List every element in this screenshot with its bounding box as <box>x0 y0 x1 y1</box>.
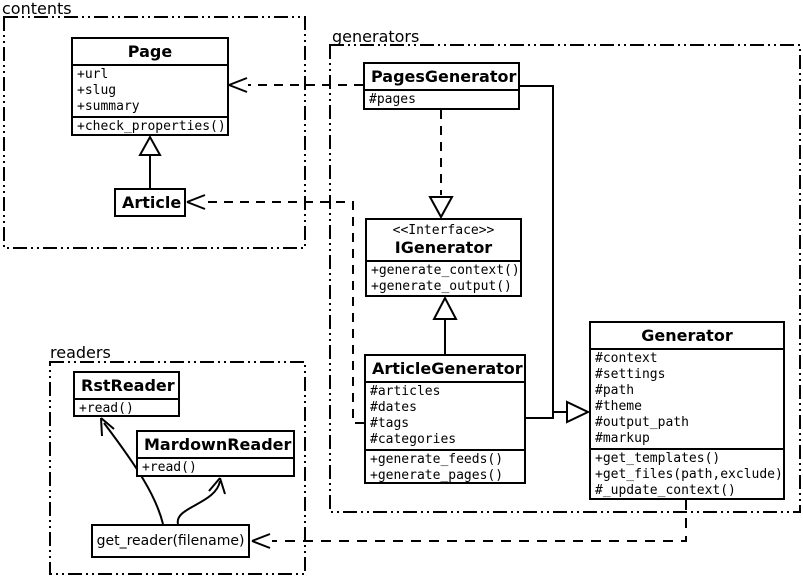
function-get-reader: get_reader(filename) <box>91 524 250 558</box>
arrow-line-getreader-mardownreader <box>176 480 221 525</box>
method: +generate_context() <box>371 263 520 278</box>
method: +generate_feeds() <box>370 452 504 467</box>
attribute: #path <box>595 383 635 398</box>
package-label-contents: contents <box>2 0 72 18</box>
class-page-title: Page <box>73 39 227 66</box>
class-generator-attributes: #context #settings #path #theme #output_… <box>591 350 783 448</box>
attribute: #categories <box>370 432 457 447</box>
package-label-readers: readers <box>50 343 111 362</box>
class-page: Page +url +slug +summary +check_properti… <box>71 37 229 136</box>
class-igenerator-name: IGenerator <box>394 238 493 257</box>
class-rstreader-title: RstReader <box>75 373 178 400</box>
class-page-attributes: +url +slug +summary <box>73 66 227 116</box>
package-border-generators <box>329 44 801 513</box>
class-generator: Generator #context #settings #path #them… <box>589 321 785 500</box>
arrow-line-getreader-rstreader <box>103 422 164 525</box>
attribute: #dates <box>370 400 417 415</box>
attribute: #markup <box>595 431 650 446</box>
class-article: Article <box>114 188 186 217</box>
method: +generate_pages() <box>370 468 504 483</box>
attribute: +summary <box>77 99 140 114</box>
method: +generate_output() <box>371 279 512 294</box>
class-article-title: Article <box>122 193 182 212</box>
method: +read() <box>79 401 134 416</box>
dependency-line-articlegenerator-article <box>207 201 364 424</box>
hollow-triangle-up-icon <box>432 295 458 320</box>
hollow-triangle-right-icon <box>566 400 591 424</box>
inheritance-line-pagesgenerator-generator <box>520 85 566 413</box>
class-generator-methods: +get_templates() +get_files(path,exclude… <box>591 448 783 498</box>
method: +get_files(path,exclude) <box>595 467 783 482</box>
attribute: #pages <box>369 92 416 107</box>
open-arrowhead-icon <box>251 533 271 549</box>
class-articlegenerator-title: ArticleGenerator <box>366 356 524 383</box>
attribute: #settings <box>595 367 666 382</box>
class-generator-title: Generator <box>591 323 783 350</box>
class-igenerator-stereotype: <<Interface>> <box>392 223 495 238</box>
method: #_update_context() <box>595 483 736 498</box>
class-pagesgenerator-attributes: #pages <box>365 91 518 108</box>
hollow-triangle-down-icon <box>428 196 454 220</box>
class-pagesgenerator-title: PagesGenerator <box>365 64 518 91</box>
attribute: #context <box>595 351 658 366</box>
class-igenerator-title: <<Interface>> IGenerator <box>367 220 520 262</box>
class-mardownreader-methods: +read() <box>138 459 293 475</box>
method: +read() <box>142 460 197 475</box>
attribute: #output_path <box>595 415 689 430</box>
class-rstreader: RstReader +read() <box>73 371 180 417</box>
open-arrowhead-icon <box>100 417 115 437</box>
class-mardownreader: MardownReader +read() <box>136 430 295 477</box>
class-articlegenerator: ArticleGenerator #articles #dates #tags … <box>364 354 526 484</box>
class-mardownreader-title: MardownReader <box>138 432 293 459</box>
attribute: #articles <box>370 384 441 399</box>
inheritance-line-articlegenerator-generator <box>526 412 554 419</box>
open-arrowhead-icon <box>228 77 248 93</box>
attribute: +slug <box>77 83 117 98</box>
method: +get_templates() <box>595 451 721 466</box>
class-articlegenerator-attributes: #articles #dates #tags #categories <box>366 383 524 449</box>
class-igenerator-methods: +generate_context() +generate_output() <box>367 262 520 295</box>
class-articlegenerator-methods: +generate_feeds() +generate_pages() <box>366 449 524 483</box>
method: +check_properties() <box>77 119 226 134</box>
class-pagesgenerator: PagesGenerator #pages <box>363 62 520 110</box>
package-border-readers <box>49 361 306 575</box>
attribute: #theme <box>595 399 642 414</box>
dependency-line-generator-getreader <box>272 500 687 542</box>
open-arrowhead-icon <box>186 194 206 210</box>
open-arrowhead-icon <box>208 477 226 495</box>
hollow-triangle-up-icon <box>138 134 162 156</box>
package-border-contents <box>3 16 306 249</box>
attribute: +url <box>77 67 109 82</box>
attribute: #tags <box>370 416 410 431</box>
class-igenerator: <<Interface>> IGenerator +generate_conte… <box>365 218 522 297</box>
package-label-generators: generators <box>332 27 420 46</box>
class-rstreader-methods: +read() <box>75 400 178 416</box>
class-page-methods: +check_properties() <box>73 116 227 134</box>
